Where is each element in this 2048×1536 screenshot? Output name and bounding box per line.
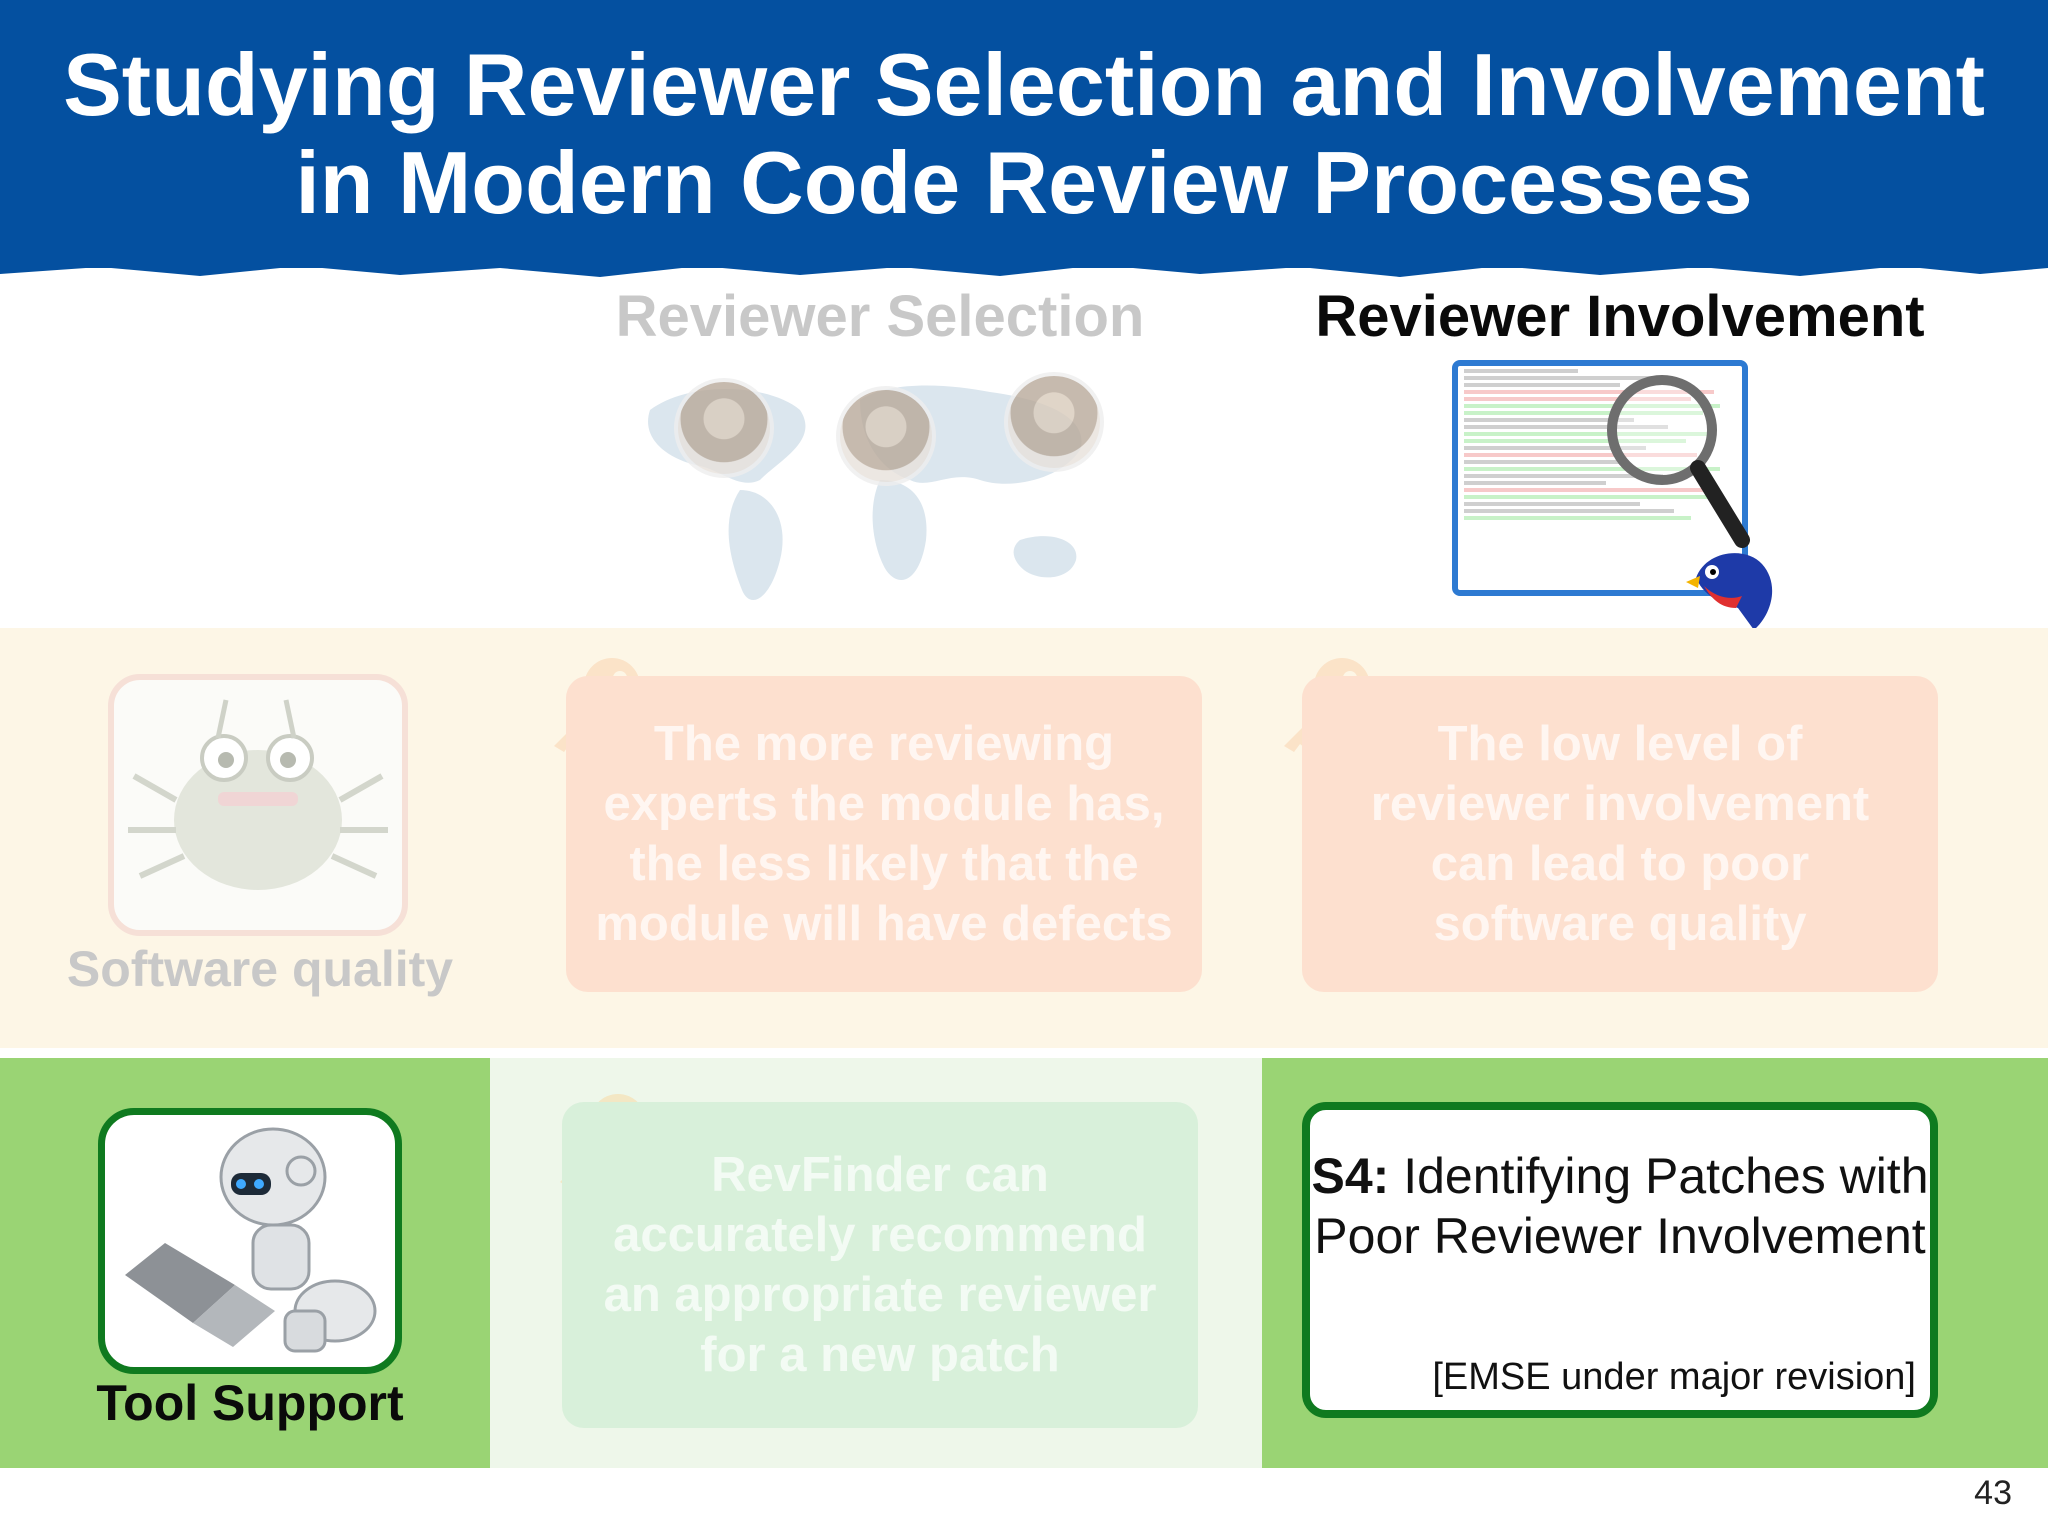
study-s4-card: S4: Identifying Patches with Poor Review… [1302,1102,1938,1418]
reviewer-avatar-2 [836,386,936,486]
study-publication-note: [EMSE under major revision] [1432,1356,1916,1398]
study-label: S4: [1311,1148,1390,1204]
finding-selection-tool: RevFinder can accurately recommend an ap… [562,1102,1198,1428]
heading-reviewer-involvement: Reviewer Involvement [1315,284,1925,349]
magnifier-icon [1607,375,1750,548]
finding-involvement-quality: The low level of reviewer involvement ca… [1302,676,1938,992]
study-title-text: Identifying Patches with Poor Reviewer I… [1314,1148,1929,1264]
slide-title: Studying Reviewer Selection and Involvem… [0,36,2048,232]
robot-with-laptop-icon [125,1127,377,1353]
heading-reviewer-selection: Reviewer Selection [615,284,1145,349]
finding-selection-quality: The more reviewing experts the module ha… [566,676,1202,992]
row-label-software-quality: Software quality [66,941,454,997]
bird-mascot-icon [1686,553,1773,630]
bug-icon [128,699,388,890]
reviewer-avatar-1 [674,378,774,478]
torn-paper-edge [0,258,2048,277]
row-label-tool-support: Tool Support [96,1375,404,1431]
bug-icon-card [108,674,408,936]
reviewer-avatar-3 [1004,372,1104,472]
study-title: S4: Identifying Patches with Poor Review… [1310,1146,1930,1266]
title-line-2: in Modern Code Review Processes [295,133,1753,232]
page-number: 43 [1974,1474,2012,1512]
world-map-illustration [630,370,1110,620]
robot-icon-card [98,1108,402,1374]
title-line-1: Studying Reviewer Selection and Involvem… [63,35,1985,134]
title-banner [0,0,2048,268]
